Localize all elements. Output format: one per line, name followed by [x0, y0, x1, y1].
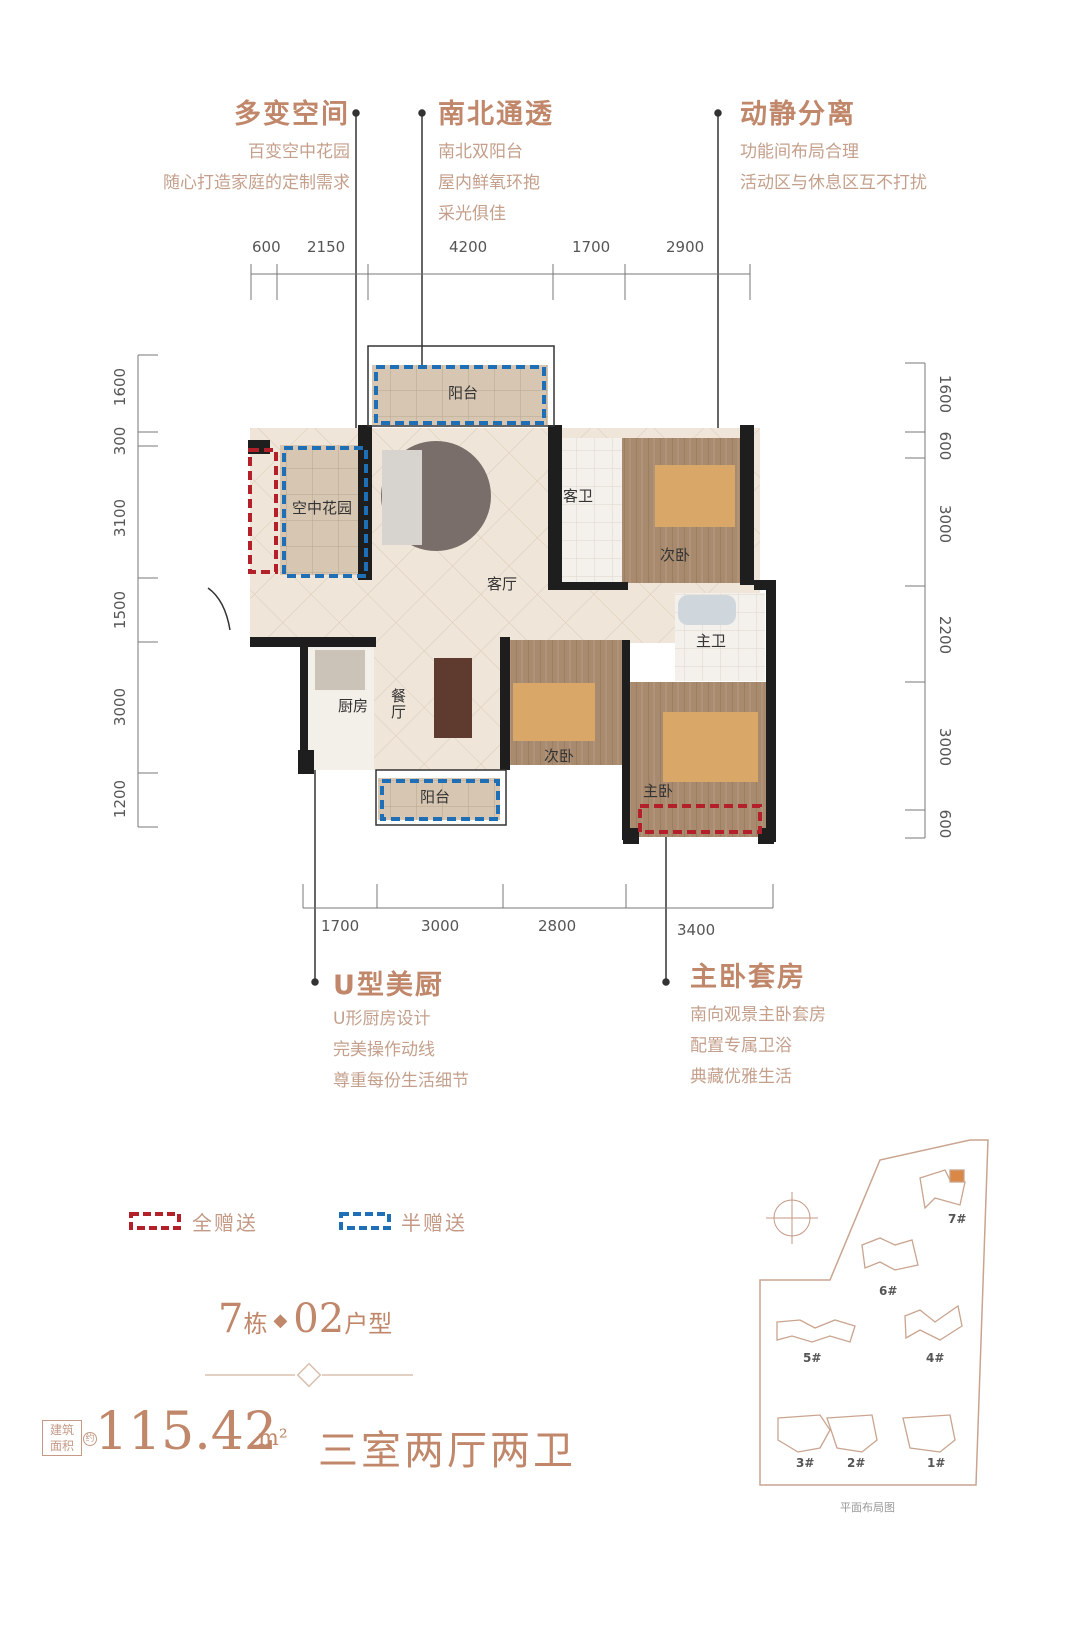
feature-title: 多变空间	[234, 99, 350, 130]
dim-bottom: 3000	[421, 917, 460, 935]
area-label-top: 建筑	[49, 1423, 74, 1437]
room-balcony-south: 阳台	[420, 788, 451, 806]
site-building-5: 5#	[803, 1351, 822, 1365]
dim-top: 2150	[307, 238, 346, 256]
area-approx-badge: 约	[83, 1432, 97, 1446]
dim-bottom: 2800	[538, 917, 577, 935]
room-balcony-north: 阳台	[448, 384, 479, 402]
feature-line: 活动区与休息区互不打扰	[740, 173, 927, 193]
legend-half-marker	[339, 1212, 391, 1230]
compass-icon	[766, 1192, 818, 1244]
area-label-box: 建筑 面积	[42, 1420, 82, 1456]
site-building-2: 2#	[847, 1456, 866, 1470]
room-living: 客厅	[487, 575, 518, 593]
dimension-lines	[137, 264, 926, 909]
feature-line: 功能间布局合理	[740, 142, 859, 162]
room-master-bath: 主卫	[696, 632, 727, 650]
feature-title: 动静分离	[740, 99, 856, 130]
feature-title: 南北通透	[438, 99, 554, 130]
dim-left: 1600	[111, 367, 129, 407]
site-building-1: 1#	[927, 1456, 946, 1470]
feature-u-kitchen: U型美厨 U形厨房设计 完美操作动线 尊重每份生活细节	[333, 963, 553, 1097]
legend-half-label: 半赠送	[401, 1211, 467, 1235]
dim-left: 1200	[111, 779, 129, 819]
site-building-7: 7#	[948, 1212, 967, 1226]
site-building-4: 4#	[926, 1351, 945, 1365]
dim-left: 1500	[111, 590, 129, 630]
unit-building-number: 7	[218, 1296, 244, 1342]
feature-master-suite: 主卧套房 南向观景主卧套房 配置专属卫浴 典藏优雅生活	[690, 955, 930, 1093]
feature-line: 配置专属卫浴	[690, 1036, 792, 1056]
legend-full-label: 全赠送	[192, 1211, 258, 1235]
room-kitchen: 厨房	[338, 697, 369, 715]
feature-zoning: 动静分离 功能间布局合理 活动区与休息区互不打扰	[740, 92, 980, 199]
feature-title: 主卧套房	[690, 962, 806, 993]
room-bedroom-2: 次卧	[660, 546, 691, 564]
feature-line: 尊重每份生活细节	[333, 1071, 469, 1091]
feature-line: 百变空中花园	[248, 142, 350, 162]
area-value: 115.42	[95, 1402, 277, 1462]
room-dining: 餐厅	[391, 687, 407, 721]
legend-full-marker	[129, 1212, 181, 1230]
unit-type-suffix: 户型	[344, 1310, 393, 1338]
dim-top: 600	[252, 238, 281, 256]
dim-top: 2900	[666, 238, 705, 256]
dim-right: 600	[936, 431, 954, 461]
dim-right: 600	[936, 809, 954, 839]
feature-line: 屋内鲜氧环抱	[438, 173, 540, 193]
feature-line: 南向观景主卧套房	[690, 1005, 826, 1025]
room-guest-bath: 客卫	[563, 487, 594, 505]
title-divider	[205, 1362, 413, 1388]
unit-type-number: 02	[293, 1296, 345, 1342]
dim-bottom: 3400	[677, 921, 716, 939]
dim-right: 3000	[936, 504, 954, 544]
room-master-bedroom: 主卧	[643, 782, 674, 800]
dim-bottom: 1700	[321, 917, 360, 935]
dim-left: 3000	[111, 687, 129, 727]
feature-title: U型美厨	[333, 970, 444, 1001]
layout-description: 三室两厅两卫	[318, 1428, 576, 1474]
feature-line: U形厨房设计	[333, 1009, 431, 1029]
dim-right: 1600	[936, 374, 954, 414]
feature-line: 采光俱佳	[438, 204, 506, 224]
dim-left: 3100	[111, 498, 129, 538]
diamond-icon: ◆	[273, 1310, 288, 1331]
site-plan-boundary	[759, 1139, 989, 1486]
room-sky-garden: 空中花园	[292, 499, 353, 517]
area-unit: m²	[258, 1426, 288, 1451]
dim-right: 2200	[936, 615, 954, 655]
dim-top: 1700	[572, 238, 611, 256]
unit-building-suffix: 栋	[243, 1310, 268, 1338]
room-bedroom-3: 次卧	[544, 747, 575, 765]
feature-line: 典藏优雅生活	[690, 1067, 792, 1087]
unit-title: 7栋◆02户型	[218, 1296, 392, 1342]
site-building-6: 6#	[879, 1284, 898, 1298]
feature-multi-space: 多变空间 百变空中花园 随心打造家庭的定制需求	[130, 92, 350, 199]
feature-line: 完美操作动线	[333, 1040, 435, 1060]
feature-line: 随心打造家庭的定制需求	[163, 173, 350, 193]
feature-north-south: 南北通透 南北双阳台 屋内鲜氧环抱 采光俱佳	[438, 92, 658, 230]
site-building-3: 3#	[796, 1456, 815, 1470]
callout-lines	[311, 109, 722, 986]
feature-line: 南北双阳台	[438, 142, 523, 162]
dim-right: 3000	[936, 727, 954, 767]
dim-top: 4200	[449, 238, 488, 256]
dim-left: 300	[111, 426, 129, 456]
site-plan-caption: 平面布局图	[840, 1501, 895, 1514]
area-label-bottom: 面积	[49, 1439, 74, 1453]
